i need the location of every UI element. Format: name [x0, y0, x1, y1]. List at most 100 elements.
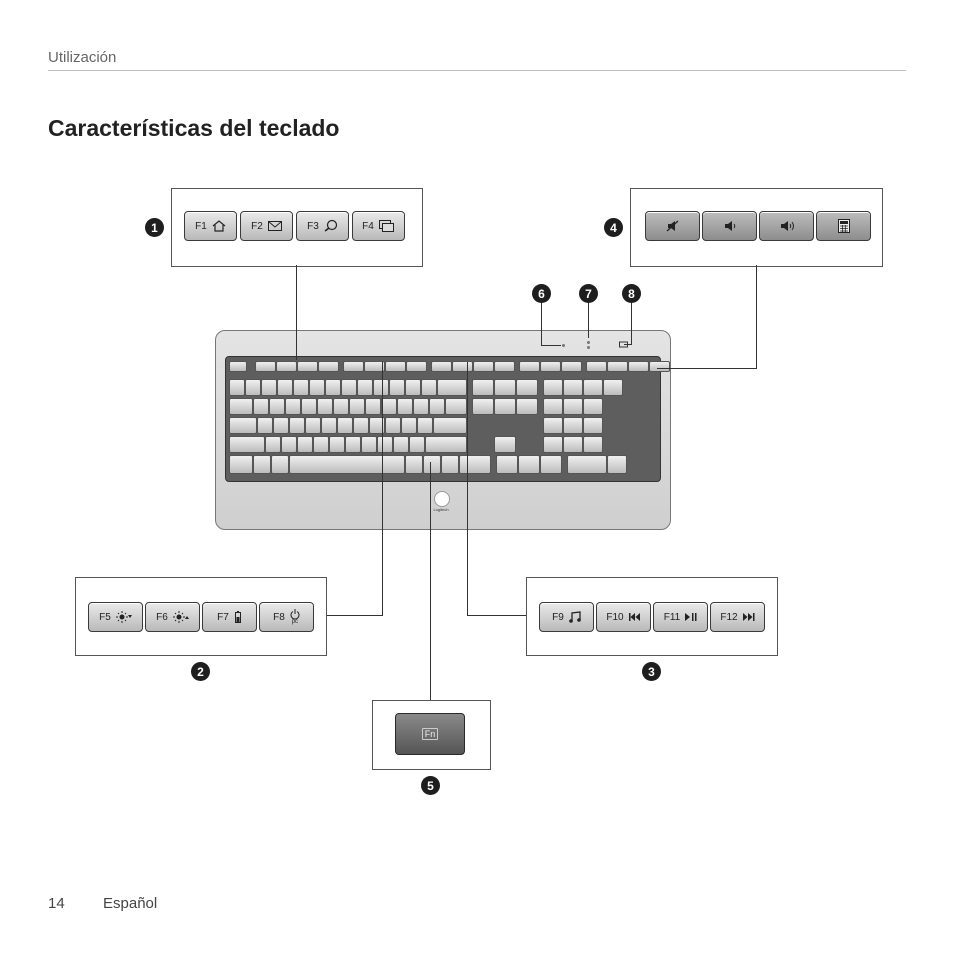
page-title: Características del teclado — [48, 115, 340, 141]
mini-key — [494, 379, 516, 396]
mini-key — [345, 436, 361, 453]
volume-down-icon — [724, 221, 735, 231]
mini-key — [281, 436, 297, 453]
leader-line-5 — [430, 462, 431, 700]
mini-key — [253, 455, 271, 474]
leader-line-7 — [588, 303, 589, 338]
mini-key — [561, 361, 582, 372]
mini-key — [431, 361, 452, 372]
key-volume-down — [702, 211, 757, 241]
home-icon — [212, 220, 226, 232]
mini-key — [305, 417, 321, 434]
mini-key — [518, 455, 540, 474]
mini-key — [329, 436, 345, 453]
mini-key — [649, 361, 670, 372]
mini-key — [318, 361, 339, 372]
mini-key — [540, 361, 561, 372]
key-f2: F2 — [240, 211, 293, 241]
mini-key — [253, 398, 269, 415]
mini-key — [472, 379, 494, 396]
mini-key — [265, 436, 281, 453]
mini-key — [607, 455, 627, 474]
power-icon — [290, 608, 300, 619]
mini-key — [293, 379, 309, 396]
search-icon — [324, 219, 337, 232]
mini-key — [516, 398, 538, 415]
status-led-7b — [587, 346, 590, 349]
key-mute — [645, 211, 700, 241]
key-f2-label: F2 — [251, 220, 263, 232]
mini-key — [333, 398, 349, 415]
badge-2: 2 — [191, 662, 210, 681]
mini-key — [276, 361, 297, 372]
mini-key — [494, 398, 516, 415]
mini-key — [567, 455, 607, 474]
previous-track-icon — [628, 613, 640, 621]
mini-key — [269, 398, 285, 415]
mini-key — [496, 455, 518, 474]
mini-key — [369, 417, 385, 434]
mini-key — [353, 417, 369, 434]
mini-key — [285, 398, 301, 415]
mini-key — [519, 361, 540, 372]
mini-key — [563, 398, 583, 415]
leader-line-3a — [467, 362, 468, 616]
mini-key — [245, 379, 261, 396]
key-f8-symbol: pc — [290, 608, 300, 626]
next-track-icon — [742, 613, 755, 621]
mini-key — [257, 417, 273, 434]
leader-line-6a — [541, 303, 542, 345]
mini-key — [349, 398, 365, 415]
key-f1-label: F1 — [195, 220, 207, 232]
header-rule — [48, 70, 906, 71]
mini-key — [255, 361, 276, 372]
callout-2-box: F5 F6 F7 F8 pc — [75, 577, 327, 656]
volume-up-icon — [780, 221, 794, 231]
battery-status-icon — [619, 341, 628, 348]
key-f8: F8 pc — [259, 602, 314, 632]
mini-key — [343, 361, 364, 372]
mini-key — [401, 417, 417, 434]
key-volume-up — [759, 211, 814, 241]
mini-key — [357, 379, 373, 396]
leader-line-1 — [296, 265, 297, 360]
badge-1: 1 — [145, 218, 164, 237]
keyboard-brand: Logitech — [433, 507, 449, 512]
badge-4: 4 — [604, 218, 623, 237]
mini-key — [459, 455, 491, 474]
mini-key — [271, 455, 289, 474]
mail-icon — [267, 221, 282, 231]
mini-key — [385, 417, 401, 434]
mini-key — [563, 379, 583, 396]
leader-line-8a — [631, 303, 632, 344]
mini-key — [607, 361, 628, 372]
mini-key — [406, 361, 427, 372]
mini-key — [423, 455, 441, 474]
key-f9: F9 — [539, 602, 594, 632]
mini-key — [273, 417, 289, 434]
mini-key — [325, 379, 341, 396]
key-f9-label: F9 — [552, 611, 564, 623]
key-f10: F10 — [596, 602, 651, 632]
mini-key — [603, 379, 623, 396]
leader-line-2a — [382, 362, 383, 616]
mini-key — [277, 379, 293, 396]
mini-key — [429, 398, 445, 415]
mini-key — [473, 361, 494, 372]
mini-key — [289, 455, 405, 474]
mini-key — [405, 455, 423, 474]
mini-key — [433, 417, 467, 434]
key-f5-label: F5 — [99, 611, 111, 623]
key-f1: F1 — [184, 211, 237, 241]
mini-key — [516, 379, 538, 396]
leader-line-8b — [624, 344, 632, 345]
mini-key — [494, 436, 516, 453]
page-number: 14 — [48, 895, 65, 912]
mute-icon — [666, 220, 678, 232]
key-f8-label: F8 — [273, 611, 285, 623]
key-fn-label: Fn — [421, 728, 439, 740]
callout-4-box — [630, 188, 883, 267]
music-icon — [569, 611, 581, 623]
mini-key — [229, 379, 245, 396]
mini-key — [586, 361, 607, 372]
